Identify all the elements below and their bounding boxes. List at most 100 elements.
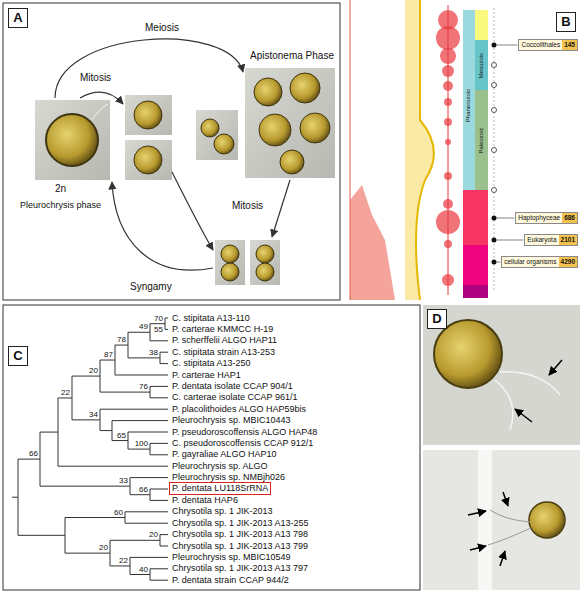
taxon-name: C. stipitata A13-110 — [172, 313, 250, 324]
bubble — [436, 210, 460, 234]
chart-line — [416, 0, 434, 300]
bubble — [443, 81, 453, 91]
timeline-dots — [492, 43, 497, 265]
era-band — [475, 10, 488, 40]
cell — [529, 502, 565, 538]
tree-branch — [58, 466, 168, 467]
bootstrap-value: 65 — [117, 431, 126, 440]
bootstrap-value: 87 — [104, 350, 113, 359]
taxon-name: C. stipitata strain A13-253 — [172, 347, 275, 358]
tree-branch — [160, 546, 168, 547]
taxon-name: Chrysotila sp. 1 JIK-2013 A13 799 — [172, 541, 308, 552]
cell — [221, 263, 239, 281]
tree-branch — [58, 397, 72, 398]
bubble — [442, 65, 454, 77]
tree-branch — [160, 363, 168, 364]
filled-dot — [492, 238, 497, 243]
tree-branch — [115, 375, 168, 376]
geologic-label: Mesozoic — [478, 52, 485, 77]
cell — [134, 146, 162, 174]
tree-branch — [150, 500, 168, 501]
taxon-name: P. placolithoides ALGO HAP59bis — [172, 404, 306, 415]
cell — [300, 113, 330, 143]
cell — [134, 101, 162, 129]
tree-branch — [150, 443, 168, 444]
tree-branch — [100, 360, 115, 361]
panel-frame — [3, 305, 420, 590]
tree-branch — [150, 397, 168, 398]
taxon-box: Eukaryota2101 — [524, 234, 578, 246]
cycle-label: 2n — [55, 183, 66, 195]
tree-branch — [128, 449, 150, 450]
tree-branch — [150, 454, 168, 455]
cycle-label: Syngamy — [130, 281, 172, 293]
tree-branch — [72, 376, 100, 377]
filled-dot — [492, 216, 497, 221]
taxon-name: C. pseudoroscoffensis CCAP 912/1 — [172, 438, 313, 449]
taxon-box: cellular organisms4290 — [501, 256, 578, 268]
bubble — [440, 48, 456, 64]
bootstrap-value: 20 — [149, 530, 158, 539]
flagellum — [92, 104, 108, 120]
micrograph — [423, 305, 580, 445]
panel-letter: C — [8, 346, 28, 366]
tree-branch — [160, 352, 168, 353]
tree-branch — [65, 517, 125, 518]
bootstrap-value: 78 — [117, 335, 126, 344]
panel-letter-text: D — [432, 310, 441, 328]
open-dot — [492, 108, 497, 113]
taxon-name: P. gayraliae ALGO HAP10 — [172, 449, 276, 460]
tree-branch — [100, 409, 168, 410]
taxon-name: Chrysotila sp. 1 JIK-2013 A13 798 — [172, 529, 308, 540]
micrograph — [125, 140, 172, 180]
cycle-arrow — [80, 92, 123, 104]
bubble — [444, 240, 452, 248]
taxon-name: P. dentata isolate CCAP 904/1 — [172, 381, 293, 392]
tree-branch — [128, 432, 168, 433]
bootstrap-value: 33 — [119, 476, 128, 485]
bootstrap-value: 38 — [149, 348, 158, 357]
micrograph — [35, 100, 110, 180]
tree-branch — [112, 440, 128, 441]
eon-band — [463, 285, 488, 298]
bootstrap-value: 34 — [89, 410, 98, 419]
pointer-arrow — [470, 546, 486, 550]
tree-branch — [100, 392, 150, 393]
taxon-box: Haptophyceae686 — [515, 212, 578, 224]
taxon-name: P. dentata HAP6 — [172, 495, 238, 506]
taxon-box: Coccolithales145 — [518, 39, 578, 51]
pointer-arrow — [500, 551, 505, 566]
tree-branch — [18, 459, 40, 460]
taxon-name: Coccolithales — [519, 40, 562, 50]
eon-band — [463, 10, 475, 190]
taxon-name: P. carterae HAP1 — [172, 370, 241, 381]
taxon-count: 686 — [562, 213, 577, 223]
bootstrap-value: 100 — [135, 439, 148, 448]
cycle-label: Meiosis — [145, 22, 179, 34]
taxon-name: P. scherffelii ALGO HAP11 — [172, 335, 277, 346]
cell — [256, 245, 274, 263]
leader-line — [497, 218, 515, 219]
tree-branch — [150, 580, 168, 581]
filled-dot — [492, 260, 497, 265]
taxon-name: C. stipitata A13-250 — [172, 358, 251, 369]
taxon-name: C. carterae isolate CCAP 961/1 — [172, 392, 297, 403]
highlight-box: P. dentata LU118SrRNA — [169, 482, 271, 495]
taxon-name: Chrysotila sp. 1 JIK-2013 — [172, 506, 273, 517]
cell — [221, 245, 239, 263]
bootstrap-value: 55 — [154, 325, 163, 334]
flagellum — [495, 380, 513, 430]
taxon-name: Eukaryota — [525, 235, 558, 245]
tree-branch — [125, 511, 168, 512]
tree-branch — [150, 340, 168, 341]
cycle-label: Apistonema Phase — [250, 50, 334, 62]
cell — [256, 263, 274, 281]
pointer-arrow — [468, 511, 486, 515]
open-dot — [492, 148, 497, 153]
cycle-arrow — [272, 180, 290, 237]
cell — [214, 134, 234, 154]
bootstrap-value: 66 — [139, 485, 148, 494]
flagellum — [490, 510, 530, 522]
chart-area — [405, 0, 434, 300]
leader-line — [497, 262, 501, 263]
